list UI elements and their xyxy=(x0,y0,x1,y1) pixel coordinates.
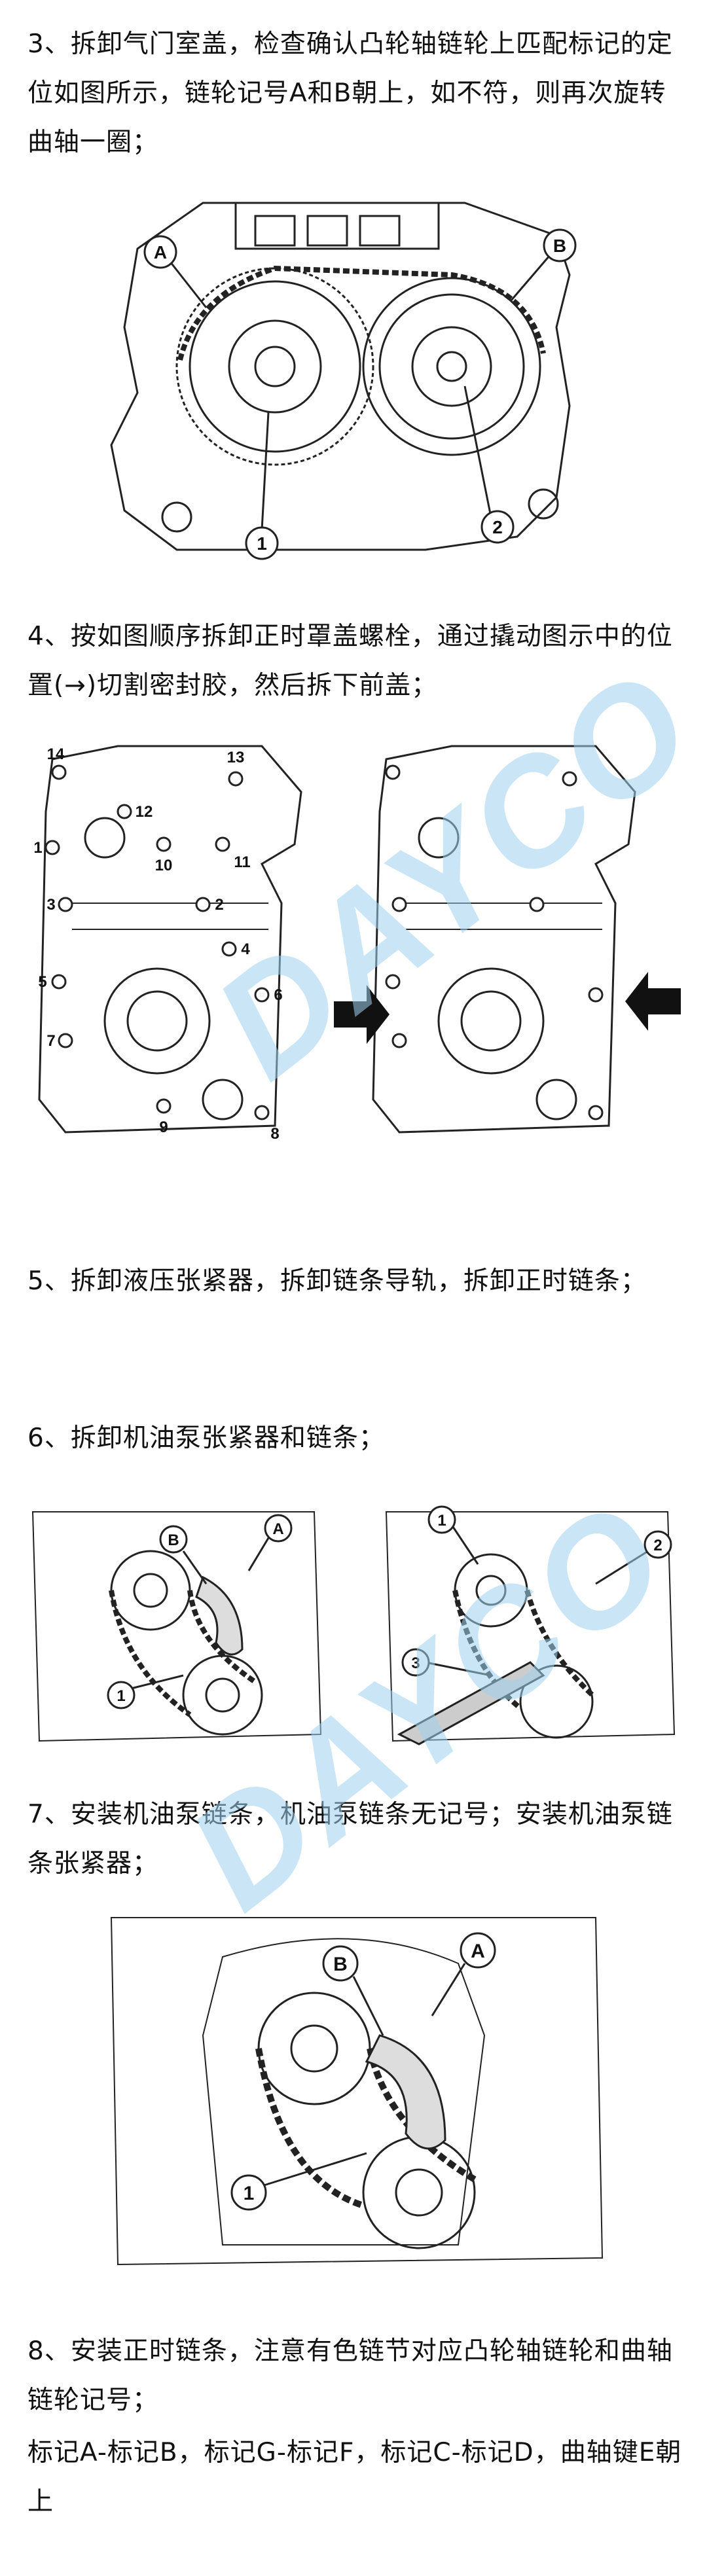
callout-a: A xyxy=(272,1520,283,1538)
bolt-number: 6 xyxy=(274,986,282,1004)
bolt-number: 1 xyxy=(33,839,42,857)
callout-b: B xyxy=(168,1531,179,1549)
oil-pump-tensioner-figure: B A 1 xyxy=(26,1499,327,1747)
step-4-text: 4、按如图顺序拆卸正时罩盖螺栓，通过撬动图示中的位置(→)切割密封胶，然后拆下前… xyxy=(27,622,673,700)
callout-1: 1 xyxy=(117,1687,125,1705)
step-6-text: 6、拆卸机油泵张紧器和链条； xyxy=(27,1423,385,1453)
bolt-number: 12 xyxy=(136,803,153,821)
callout-b: B xyxy=(333,1954,348,1975)
step-5-text: 5、拆卸液压张紧器，拆卸链条导轨，拆卸正时链条； xyxy=(27,1266,647,1296)
camshaft-sprocket-figure: A B 1 2 xyxy=(98,196,596,563)
bolt-number: 8 xyxy=(270,1125,279,1143)
callout-2: 2 xyxy=(492,517,503,537)
callout-2: 2 xyxy=(653,1537,662,1554)
callout-1: 1 xyxy=(257,533,267,554)
callout-1: 1 xyxy=(437,1512,446,1530)
callout-a: A xyxy=(154,242,167,262)
step-3-text: 3、拆卸气门室盖，检查确认凸轮轴链轮上匹配标记的定位如图所示，链轮记号A和B朝上… xyxy=(27,29,673,157)
callout-b: B xyxy=(553,236,566,256)
timing-cover-pry-figure xyxy=(334,733,681,1152)
step-7-text: 7、安装机油泵链条，机油泵链条无记号；安装机油泵链条张紧器； xyxy=(27,1800,673,1878)
callout-1: 1 xyxy=(244,2183,255,2204)
bolt-number: 7 xyxy=(46,1032,55,1050)
oil-pump-chain-figure: 1 2 3 xyxy=(380,1499,681,1747)
bolt-number: 4 xyxy=(241,940,250,958)
callout-a: A xyxy=(471,1941,485,1962)
timing-cover-bolt-order-figure: 14 13 12 10 11 1 3 2 4 5 6 7 9 8 xyxy=(26,733,321,1152)
bolt-number: 11 xyxy=(234,853,250,871)
bolt-number: 3 xyxy=(46,896,55,914)
bolt-number: 10 xyxy=(155,857,173,874)
bolt-number: 13 xyxy=(227,749,245,766)
pry-arrow-right-icon xyxy=(625,972,681,1031)
bolt-number: 5 xyxy=(38,973,46,991)
bolt-number: 9 xyxy=(159,1118,168,1136)
step-8-text: 8、安装正时链条，注意有色链节对应凸轮轴链轮和曲轴链轮记号； xyxy=(27,2336,673,2415)
callout-3: 3 xyxy=(411,1655,420,1672)
pry-arrow-left-icon xyxy=(334,985,390,1044)
bolt-number: 14 xyxy=(47,745,65,763)
oil-pump-install-figure: B A 1 xyxy=(92,1905,615,2271)
step-8-marks-text: 标记A-标记B，标记G-标记F，标记C-标记D，曲轴键E朝上 xyxy=(27,2438,682,2516)
bolt-number: 2 xyxy=(215,896,223,914)
